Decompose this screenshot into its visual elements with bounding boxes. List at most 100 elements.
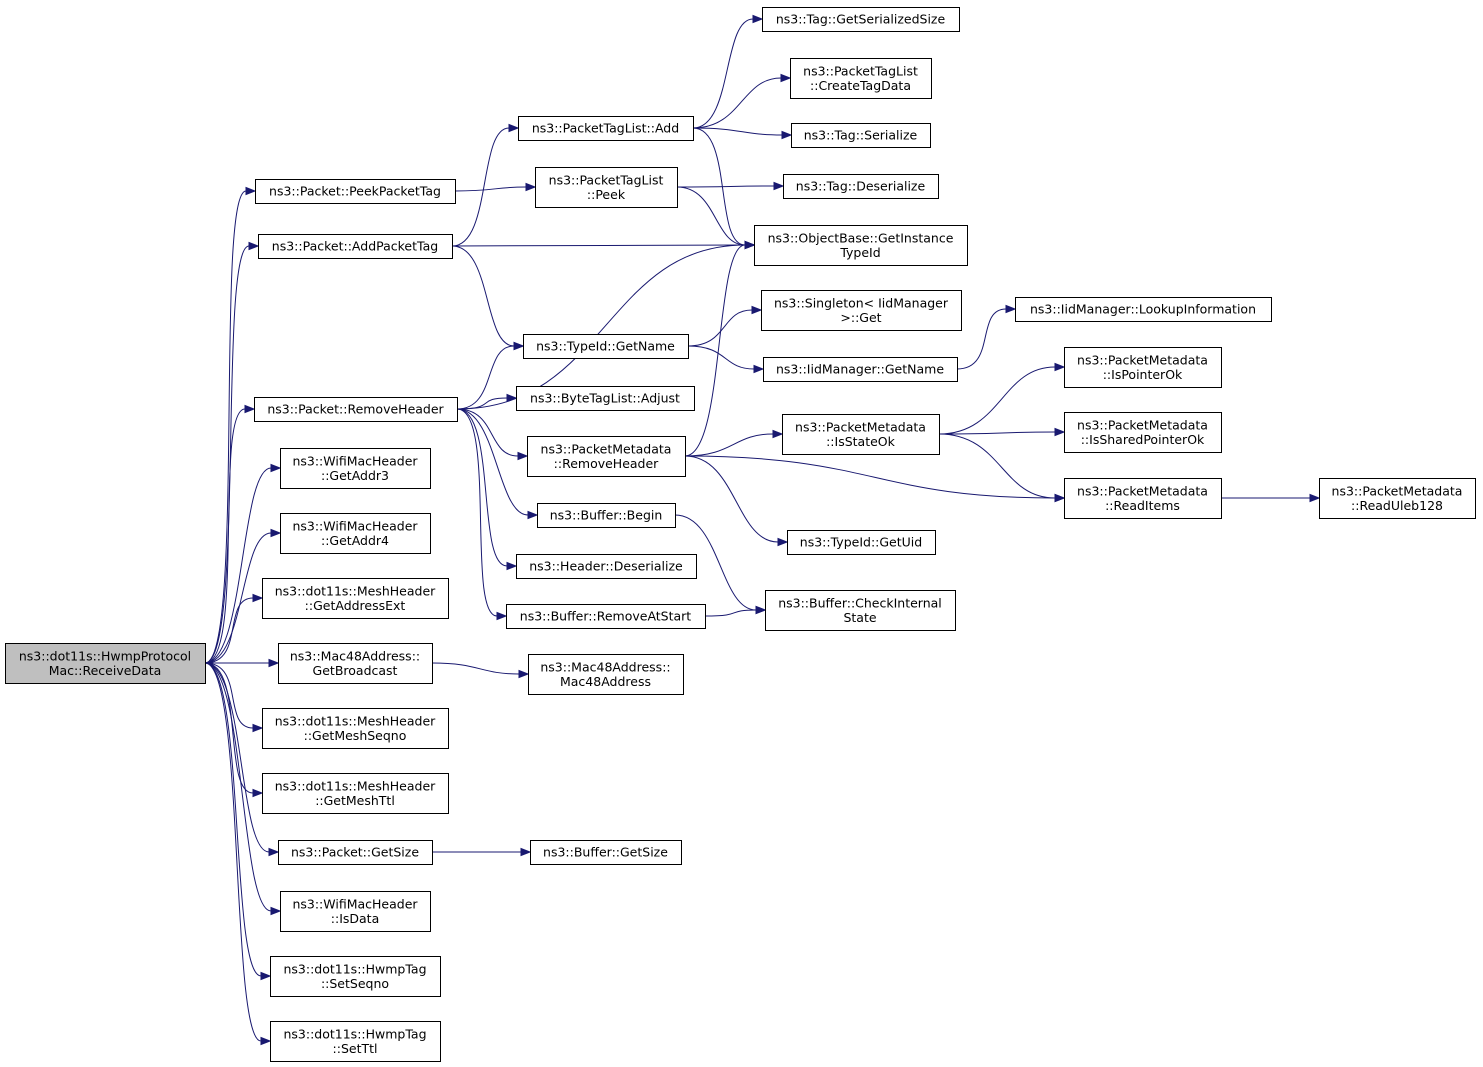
edge-arrowhead-icon	[1054, 493, 1066, 503]
call-edge-root-to-set_seqno	[204, 662, 272, 981]
edge-line	[204, 408, 246, 664]
node-label-line: ns3::dot11s::HwmpProtocol	[19, 648, 191, 663]
node-set-seqno[interactable]: ns3::dot11s::HwmpTag::SetSeqno	[270, 956, 441, 997]
node-packet-get-size[interactable]: ns3::Packet::GetSize	[278, 840, 433, 865]
node-box	[754, 225, 968, 266]
node-label-line: ::GetMeshTtl	[315, 793, 395, 808]
node-root[interactable]: ns3::dot11s::HwmpProtocolMac::ReceiveDat…	[5, 643, 206, 684]
node-typeid-get-uid[interactable]: ns3::TypeId::GetUid	[787, 530, 936, 555]
node-lookup-information[interactable]: ns3::IidManager::LookupInformation	[1015, 297, 1272, 322]
node-byte-tag-adjust[interactable]: ns3::ByteTagList::Adjust	[516, 386, 695, 411]
node-create-tag-data[interactable]: ns3::PacketTagList::CreateTagData	[790, 58, 932, 99]
node-iid-get-name[interactable]: ns3::IidManager::GetName	[763, 357, 958, 382]
edge-line	[456, 345, 515, 410]
node-read-items[interactable]: ns3::PacketMetadata::ReadItems	[1064, 478, 1222, 519]
edge-arrowhead-icon	[260, 971, 272, 981]
node-box	[761, 290, 962, 331]
node-get-broadcast[interactable]: ns3::Mac48Address::GetBroadcast	[278, 643, 433, 684]
node-get-address-ext[interactable]: ns3::dot11s::MeshHeader::GetAddressExt	[262, 578, 449, 619]
node-box	[258, 234, 453, 259]
node-get-addr3[interactable]: ns3::WifiMacHeader::GetAddr3	[280, 448, 431, 489]
node-label-line: ns3::dot11s::MeshHeader	[275, 778, 436, 793]
node-is-state-ok[interactable]: ns3::PacketMetadata::IsStateOk	[782, 414, 940, 455]
node-label-line: ns3::PacketMetadata	[1332, 483, 1463, 498]
node-box	[782, 414, 940, 455]
node-label-line: ns3::PacketTagList::Add	[532, 121, 679, 136]
node-label-line: ns3::PacketMetadata	[541, 441, 672, 456]
edge-arrowhead-icon	[252, 593, 264, 603]
edge-arrowhead-icon	[527, 510, 539, 520]
call-edge-iid_get_name-to-lookup_information	[956, 304, 1017, 370]
call-edge-remove_header-to-get_instance_typeid	[456, 240, 756, 410]
node-label-line: ns3::dot11s::HwmpTag	[283, 961, 426, 976]
node-buffer-begin[interactable]: ns3::Buffer::Begin	[537, 503, 676, 528]
node-typeid-get-name[interactable]: ns3::TypeId::GetName	[523, 334, 689, 359]
edge-arrowhead-icon	[508, 123, 520, 133]
node-box	[1064, 478, 1222, 519]
edge-arrowhead-icon	[252, 788, 264, 798]
call-edge-remove_header-to-metadata_remove_header	[456, 408, 529, 461]
edge-arrowhead-icon	[245, 186, 257, 196]
node-label-line: GetBroadcast	[313, 663, 398, 678]
call-edge-root-to-remove_header	[204, 404, 256, 664]
edge-line	[451, 244, 746, 247]
edge-arrowhead-icon	[270, 906, 282, 916]
node-singleton-get[interactable]: ns3::Singleton< IidManager>::Get	[761, 290, 962, 331]
node-box	[1015, 297, 1272, 322]
node-get-mesh-ttl[interactable]: ns3::dot11s::MeshHeader::GetMeshTtl	[262, 773, 449, 814]
edge-arrowhead-icon	[777, 537, 789, 547]
node-add-packet-tag[interactable]: ns3::Packet::AddPacketTag	[258, 234, 453, 259]
call-edge-read_items-to-read_uleb128	[1221, 493, 1321, 503]
call-edge-tag_list_add-to-tag_get_serialized_size	[692, 14, 764, 129]
call-edge-tag_list_peek-to-tag_deserialize	[676, 181, 785, 191]
node-box	[535, 167, 678, 208]
node-get-addr4[interactable]: ns3::WifiMacHeader::GetAddr4	[280, 513, 431, 554]
edge-line	[451, 245, 515, 347]
node-get-mesh-seqno[interactable]: ns3::dot11s::MeshHeader::GetMeshSeqno	[262, 708, 449, 749]
node-label-line: ::GetAddr4	[321, 533, 389, 548]
node-label-line: ::ReadItems	[1105, 498, 1180, 513]
call-edge-add_packet_tag-to-typeid_get_name	[451, 245, 525, 351]
node-box	[527, 436, 686, 477]
node-is-shared-pointer-ok[interactable]: ns3::PacketMetadata::IsSharedPointerOk	[1064, 412, 1222, 453]
node-is-pointer-ok[interactable]: ns3::PacketMetadata::IsPointerOk	[1064, 347, 1222, 388]
node-tag-serialize[interactable]: ns3::Tag::Serialize	[791, 123, 931, 148]
edge-arrowhead-icon	[753, 364, 765, 374]
call-edge-root-to-peek_packet_tag	[204, 186, 257, 664]
edge-line	[204, 597, 254, 664]
node-buffer-get-size[interactable]: ns3::Buffer::GetSize	[530, 840, 682, 865]
node-tag-list-peek[interactable]: ns3::PacketTagList::Peek	[535, 167, 678, 208]
node-metadata-remove-header[interactable]: ns3::PacketMetadata::RemoveHeader	[527, 436, 686, 477]
call-edge-is_state_ok-to-is_pointer_ok	[938, 362, 1066, 435]
node-box	[270, 1021, 441, 1062]
node-peek-packet-tag[interactable]: ns3::Packet::PeekPacketTag	[255, 179, 456, 204]
call-edge-metadata_remove_header-to-read_items	[684, 455, 1066, 503]
edge-line	[204, 662, 254, 794]
call-edge-root-to-add_packet_tag	[204, 241, 260, 664]
node-header-deserialize[interactable]: ns3::Header::Deserialize	[516, 554, 697, 579]
node-tag-get-serialized-size[interactable]: ns3::Tag::GetSerializedSize	[762, 7, 960, 32]
edge-arrowhead-icon	[268, 658, 280, 668]
edge-line	[204, 662, 262, 1042]
node-is-data[interactable]: ns3::WifiMacHeader::IsData	[280, 891, 431, 932]
node-tag-deserialize[interactable]: ns3::Tag::Deserialize	[783, 174, 939, 199]
call-edge-remove_header-to-byte_tag_adjust	[456, 393, 518, 410]
node-label-line: Mac48Address	[560, 674, 651, 689]
node-mac48-ctor[interactable]: ns3::Mac48Address::Mac48Address	[528, 654, 684, 695]
node-set-ttl[interactable]: ns3::dot11s::HwmpTag::SetTtl	[270, 1021, 441, 1062]
edge-arrowhead-icon	[752, 14, 764, 24]
node-tag-list-add[interactable]: ns3::PacketTagList::Add	[518, 116, 694, 141]
node-read-uleb128[interactable]: ns3::PacketMetadata::ReadUleb128	[1319, 478, 1476, 519]
call-edge-buffer_remove_at_start-to-check_internal_state	[704, 605, 767, 617]
node-remove-header[interactable]: ns3::Packet::RemoveHeader	[254, 397, 458, 422]
node-label-line: ns3::TypeId::GetName	[536, 339, 675, 354]
call-edges	[204, 14, 1321, 1046]
node-label-line: ns3::PacketTagList	[549, 172, 664, 187]
node-buffer-remove-at-start[interactable]: ns3::Buffer::RemoveAtStart	[506, 604, 706, 629]
call-edge-add_packet_tag-to-get_instance_typeid	[451, 240, 756, 250]
edge-line	[674, 514, 757, 611]
edge-line	[456, 408, 498, 617]
node-label-line: ::IsStateOk	[826, 434, 896, 449]
